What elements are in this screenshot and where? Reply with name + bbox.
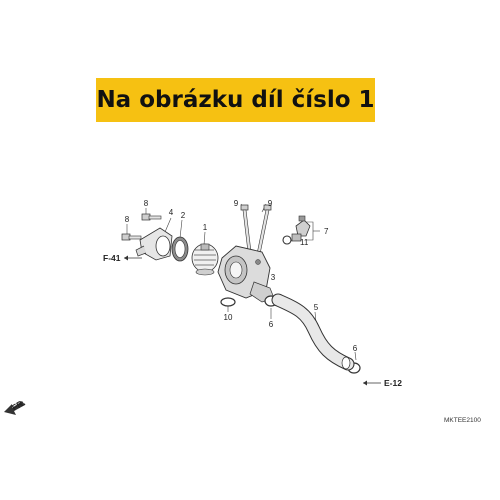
ref-arrow-f41 <box>124 255 142 261</box>
callout-11: 11 <box>300 238 309 247</box>
callout-9-left: 9 <box>234 199 239 208</box>
o-ring-part-10 <box>220 297 236 307</box>
front-label: FR. <box>10 397 27 413</box>
callout-1: 1 <box>203 223 208 232</box>
callout-5: 5 <box>314 303 319 312</box>
bolt-9-right <box>256 204 272 255</box>
callout-2: 2 <box>181 211 186 220</box>
o-ring-part-11 <box>282 235 292 245</box>
water-inlet-part-4 <box>135 227 173 261</box>
drawing-code: MKTEE2100 <box>444 417 481 424</box>
callout-3: 3 <box>271 273 276 282</box>
front-arrow-icon <box>4 401 25 415</box>
water-hose-part-5 <box>271 293 355 371</box>
callout-8-upper: 8 <box>144 199 149 208</box>
callout-7: 7 <box>324 227 329 236</box>
part-number-banner: Na obrázku díl číslo 1 <box>96 78 375 122</box>
bolt-9-left <box>240 204 252 253</box>
bolt-8-upper <box>141 213 162 221</box>
bolt-8-lower <box>121 233 142 241</box>
ref-label-e12: E-12 <box>384 378 402 388</box>
ref-arrow-e12 <box>363 380 381 386</box>
callout-8-lower: 8 <box>125 215 130 224</box>
temp-sensor-part-7 <box>291 215 311 242</box>
callout-4: 4 <box>169 208 174 217</box>
banner-text: Na obrázku díl číslo 1 <box>96 87 375 113</box>
ref-label-f41: F-41 <box>103 253 121 263</box>
thermostat-housing-part-3 <box>217 245 275 303</box>
callout-6-lower: 6 <box>353 344 358 353</box>
callout-6-upper: 6 <box>269 320 274 329</box>
callout-10: 10 <box>224 313 233 322</box>
thermostat-part-1 <box>191 243 219 276</box>
gasket-part-2 <box>171 236 189 262</box>
callout-9-right: 9 <box>268 199 273 208</box>
